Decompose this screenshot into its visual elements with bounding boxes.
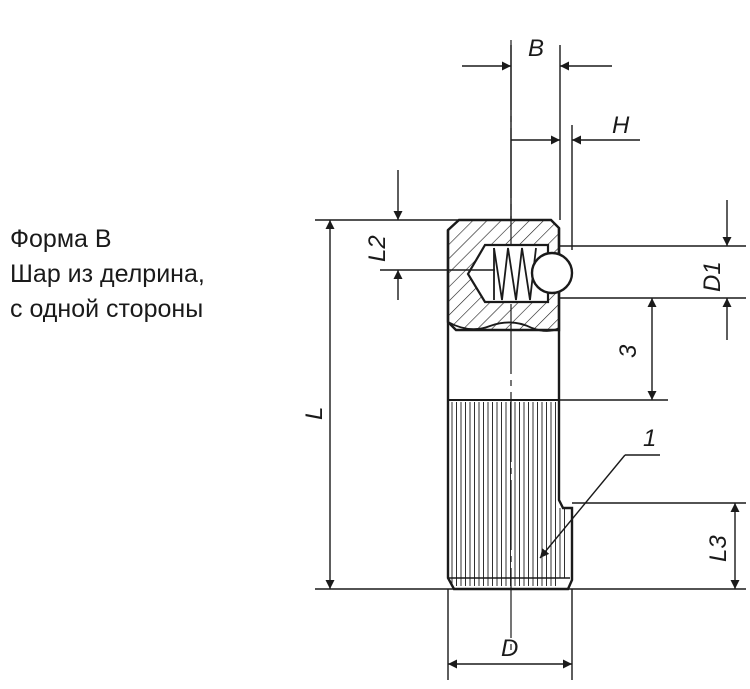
label-B: B: [528, 35, 544, 62]
outer-contour: [446, 228, 574, 591]
caption: Форма B Шар из делрина, с одной стороны: [10, 222, 270, 327]
part-body: [446, 40, 574, 650]
knurling: [451, 402, 565, 586]
caption-ball-material: Шар из делрина,: [10, 260, 205, 288]
caption-form: Форма B: [10, 225, 112, 253]
caption-side: с одной стороны: [10, 295, 204, 323]
spring-assembly: [466, 243, 574, 304]
dimensions: [315, 45, 746, 680]
delrin-ball: [530, 251, 574, 295]
label-L: L: [301, 407, 328, 420]
label-H: H: [612, 112, 630, 139]
label-1: 1: [643, 425, 656, 452]
label-L3: L3: [705, 535, 732, 562]
label-D: D: [501, 635, 518, 662]
label-L2: L2: [364, 235, 391, 262]
label-3: 3: [615, 344, 642, 358]
spring: [493, 247, 537, 301]
label-D1: D1: [699, 261, 726, 292]
